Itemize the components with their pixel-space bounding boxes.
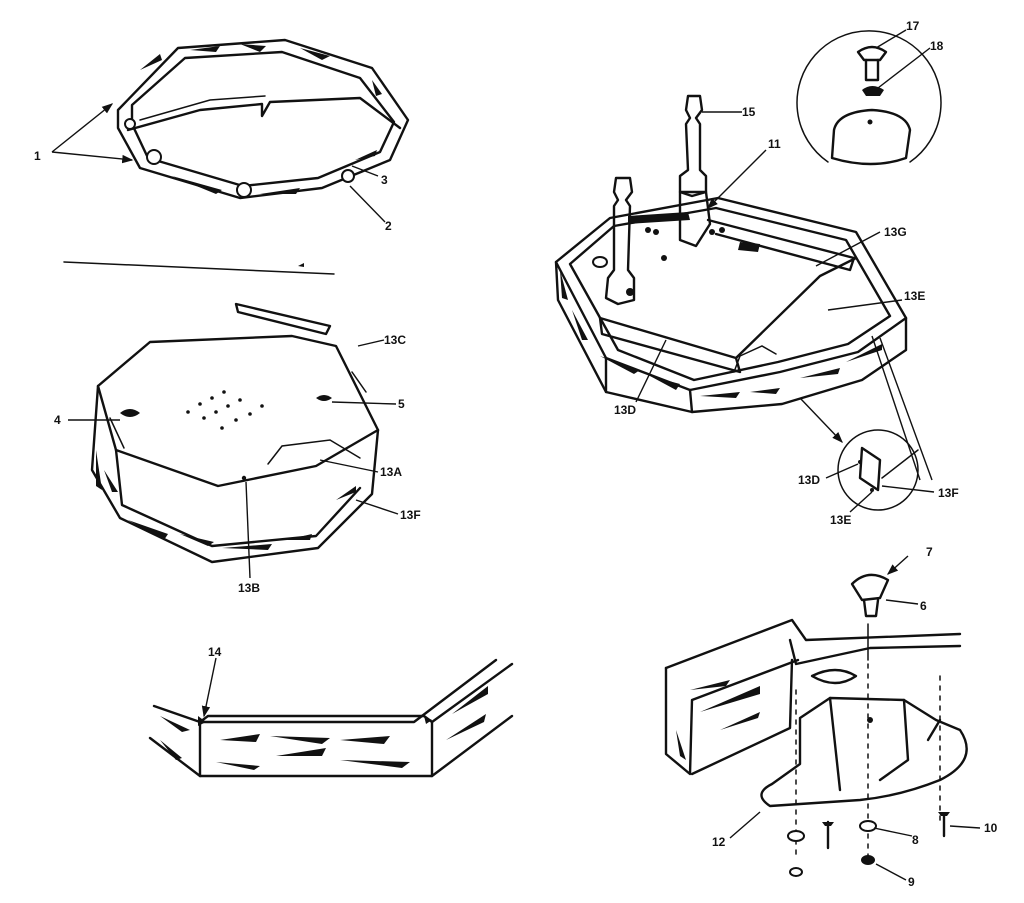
label-13d-detail: 13D [798, 473, 820, 487]
label-13f: 13F [400, 508, 421, 522]
label-13d: 13D [614, 403, 636, 417]
label-7: 7 [926, 545, 933, 559]
label-12: 12 [712, 835, 726, 849]
label-1: 1 [34, 149, 41, 163]
label-8: 8 [912, 833, 919, 847]
label-15: 15 [742, 105, 756, 119]
label-13f-detail: 13F [938, 486, 959, 500]
label-13e: 13E [904, 289, 925, 303]
octagonal-frame [116, 38, 410, 200]
label-13a: 13A [380, 465, 402, 479]
label-10: 10 [984, 821, 998, 835]
top-panel-assembly [90, 302, 380, 564]
turned-leg [604, 94, 712, 306]
label-2: 2 [385, 219, 392, 233]
label-13e-detail: 13E [830, 513, 851, 527]
label-3: 3 [381, 173, 388, 187]
label-11: 11 [768, 137, 781, 151]
label-4: 4 [54, 413, 61, 427]
side-panel-detail [148, 658, 514, 778]
corner-detail-circle [837, 429, 919, 511]
knob-detail-circle [796, 30, 942, 166]
label-13g: 13G [884, 225, 907, 239]
table-base-assembly [554, 94, 908, 414]
label-5: 5 [398, 397, 405, 411]
label-17: 17 [906, 19, 920, 33]
bracket-hardware-detail [664, 573, 968, 877]
label-6: 6 [920, 599, 927, 613]
label-9: 9 [908, 875, 915, 889]
label-18: 18 [930, 39, 944, 53]
label-14: 14 [208, 645, 222, 659]
label-13b: 13B [238, 581, 260, 595]
label-13c: 13C [384, 333, 406, 347]
